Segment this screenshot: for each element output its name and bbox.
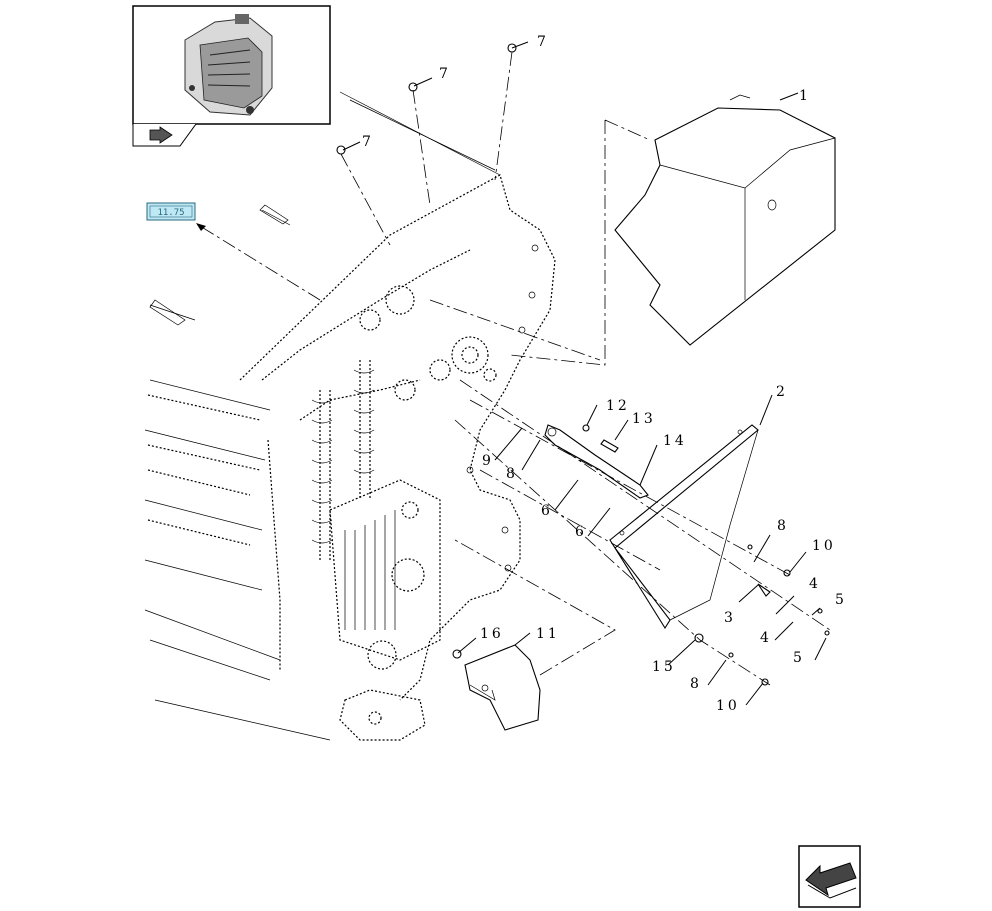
baler-frame-assembly bbox=[144, 91, 556, 741]
callout-15: 15 bbox=[652, 659, 676, 675]
callout-1: 1 bbox=[799, 88, 811, 104]
part-1-cover-shield[interactable] bbox=[614, 94, 836, 346]
part-14-support-arm[interactable] bbox=[544, 424, 649, 499]
callout-labels: 1 2 3 4 4 5 5 6 6 7 7 7 8 8 8 9 10 10 11… bbox=[362, 34, 847, 714]
part-2-mounting-plate[interactable] bbox=[609, 424, 759, 630]
callout-12: 12 bbox=[606, 398, 630, 414]
callout-2: 2 bbox=[776, 384, 788, 400]
callout-7c: 7 bbox=[362, 134, 374, 150]
callout-8c: 8 bbox=[690, 676, 702, 692]
callout-11: 11 bbox=[536, 626, 560, 642]
callout-6b: 6 bbox=[575, 524, 587, 540]
callout-4a: 4 bbox=[809, 576, 821, 592]
callout-10a: 10 bbox=[812, 538, 836, 554]
callout-leaders bbox=[342, 41, 827, 706]
reference-tag-label: 11.75 bbox=[157, 208, 184, 218]
callout-3: 3 bbox=[724, 610, 736, 626]
callout-8a: 8 bbox=[506, 466, 518, 482]
callout-13: 13 bbox=[632, 411, 656, 427]
part-11-small-cover[interactable] bbox=[464, 644, 541, 731]
callout-7b: 7 bbox=[439, 66, 451, 82]
reference-link-tag[interactable]: 11.75 bbox=[146, 202, 196, 221]
callout-8b: 8 bbox=[777, 518, 789, 534]
callout-5b: 5 bbox=[793, 650, 805, 666]
next-page-arrow-icon[interactable] bbox=[798, 845, 861, 908]
callout-14: 14 bbox=[663, 433, 687, 449]
callout-9: 9 bbox=[482, 453, 494, 469]
back-arrow-icon[interactable] bbox=[149, 126, 173, 144]
callout-4b: 4 bbox=[760, 630, 772, 646]
callout-16: 16 bbox=[480, 626, 504, 642]
callout-5a: 5 bbox=[835, 592, 847, 608]
thumbnail-panel[interactable] bbox=[132, 5, 331, 147]
callout-10b: 10 bbox=[716, 698, 740, 714]
callout-6a: 6 bbox=[541, 503, 553, 519]
machine-thumbnail-icon bbox=[184, 14, 273, 116]
callout-7a: 7 bbox=[537, 34, 549, 50]
